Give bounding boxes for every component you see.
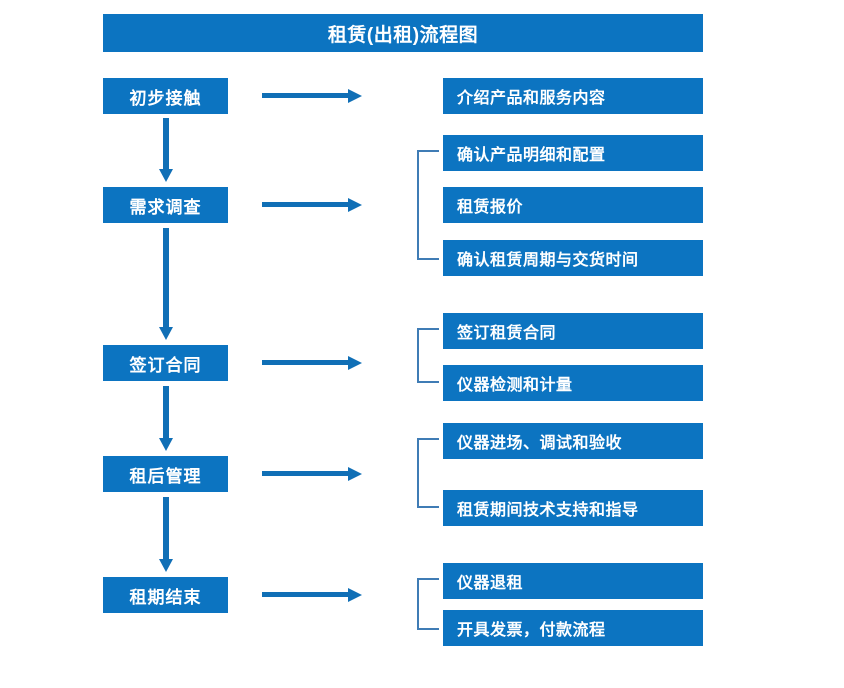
stage-box-1[interactable]: 初步接触: [103, 78, 228, 114]
horizontal-arrow-4: [262, 466, 362, 482]
group-bracket-4: [417, 438, 439, 508]
arrow-shaft: [163, 118, 169, 169]
arrow-head-icon: [159, 559, 173, 572]
arrow-head-icon: [348, 467, 362, 481]
arrow-head-icon: [348, 89, 362, 103]
group-bracket-2: [417, 150, 439, 260]
detail-box-g2-1[interactable]: 确认产品明细和配置: [443, 135, 703, 171]
group-bracket-5: [417, 578, 439, 630]
arrow-head-icon: [159, 327, 173, 340]
arrow-shaft: [262, 471, 350, 476]
detail-box-g5-2[interactable]: 开具发票，付款流程: [443, 610, 703, 646]
arrow-head-icon: [159, 438, 173, 451]
vertical-arrow-2: [158, 228, 174, 340]
stage-box-4[interactable]: 租后管理: [103, 456, 228, 492]
detail-box-g1-1[interactable]: 介绍产品和服务内容: [443, 78, 703, 114]
detail-box-g2-2[interactable]: 租赁报价: [443, 187, 703, 223]
arrow-head-icon: [159, 169, 173, 182]
arrow-head-icon: [348, 198, 362, 212]
stage-box-2[interactable]: 需求调查: [103, 187, 228, 223]
horizontal-arrow-2: [262, 197, 362, 213]
group-bracket-3: [417, 328, 439, 383]
arrow-shaft: [163, 497, 169, 559]
horizontal-arrow-5: [262, 587, 362, 603]
detail-box-g4-1[interactable]: 仪器进场、调试和验收: [443, 423, 703, 459]
chart-title: 租赁(出租)流程图: [103, 14, 703, 52]
arrow-head-icon: [348, 356, 362, 370]
stage-box-3[interactable]: 签订合同: [103, 345, 228, 381]
detail-box-g3-1[interactable]: 签订租赁合同: [443, 313, 703, 349]
arrow-shaft: [262, 592, 350, 597]
vertical-arrow-1: [158, 118, 174, 182]
vertical-arrow-3: [158, 386, 174, 451]
detail-box-g2-3[interactable]: 确认租赁周期与交货时间: [443, 240, 703, 276]
detail-box-g4-2[interactable]: 租赁期间技术支持和指导: [443, 490, 703, 526]
horizontal-arrow-1: [262, 88, 362, 104]
detail-box-g5-1[interactable]: 仪器退租: [443, 563, 703, 599]
arrow-shaft: [163, 386, 169, 438]
arrow-shaft: [262, 360, 350, 365]
arrow-head-icon: [348, 588, 362, 602]
horizontal-arrow-3: [262, 355, 362, 371]
arrow-shaft: [262, 202, 350, 207]
arrow-shaft: [262, 93, 350, 98]
stage-box-5[interactable]: 租期结束: [103, 577, 228, 613]
arrow-shaft: [163, 228, 169, 327]
detail-box-g3-2[interactable]: 仪器检测和计量: [443, 365, 703, 401]
vertical-arrow-4: [158, 497, 174, 572]
